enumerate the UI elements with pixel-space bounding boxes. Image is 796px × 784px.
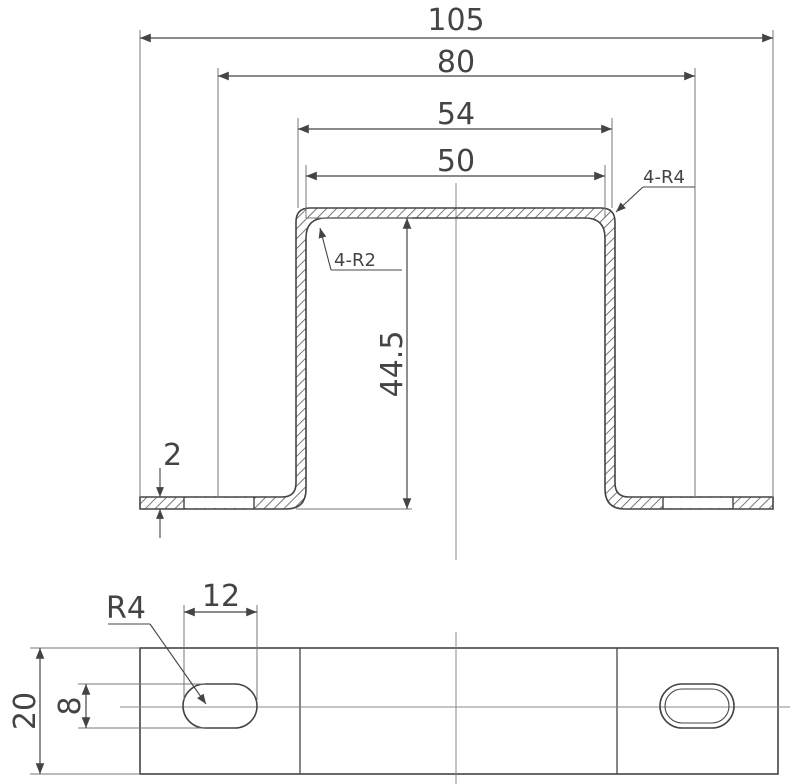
dim-thickness: 2: [163, 438, 182, 473]
plan-extension-lines: [30, 605, 258, 775]
dim-outer-bend-radius: 4-R4: [643, 167, 685, 188]
left-slot: [182, 683, 258, 729]
leader-inner-radius: [318, 227, 332, 271]
dim-inner-channel-width: 50: [437, 144, 475, 179]
leader-outer-radius: [615, 186, 644, 213]
dim-mounting-span: 80: [437, 45, 475, 80]
dim-inner-bend-radius: 4-R2: [334, 250, 376, 271]
top-view: 12 R4 20 8: [8, 579, 790, 784]
right-flange-slot-cut: [663, 498, 733, 508]
dim-outer-channel-width: 54: [437, 97, 475, 132]
front-view: 105 80 54 50 4-R4 4-R2 44.5 2: [139, 3, 774, 560]
dim-slot-width: 8: [53, 696, 88, 715]
dim-slot-radius: R4: [106, 591, 146, 626]
right-slot-inner: [664, 688, 730, 724]
plan-outline: [139, 647, 779, 775]
bracket-profile: [139, 207, 774, 510]
dim-part-width: 20: [8, 692, 43, 730]
left-flange-slot-cut: [184, 498, 254, 508]
dim-slot-length: 12: [202, 579, 240, 614]
dim-channel-height: 44.5: [375, 331, 410, 398]
right-slot: [659, 683, 735, 729]
dim-overall-width: 105: [427, 3, 484, 38]
